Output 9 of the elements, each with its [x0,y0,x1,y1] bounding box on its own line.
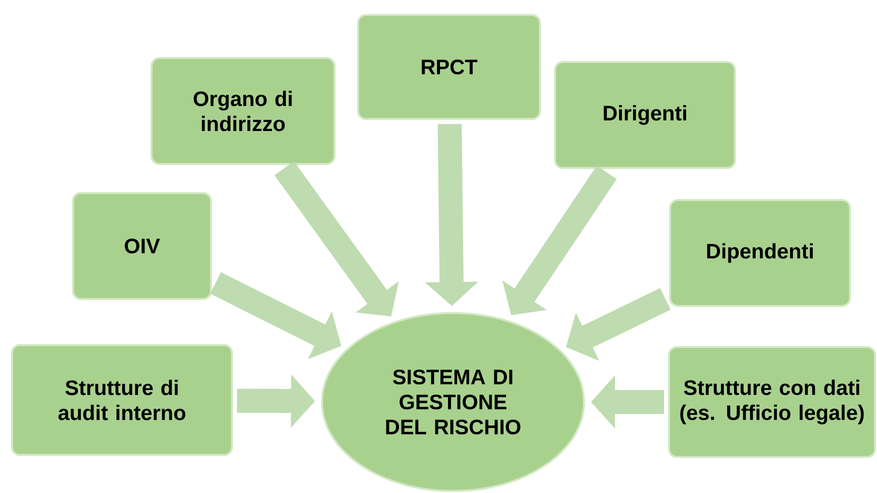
process-box: Dipendenti [669,199,851,307]
process-box: RPCT [357,14,541,120]
process-box: Organo di indirizzo [150,57,336,165]
process-box: Strutture con dati (es. Ufficio legale) [668,346,876,458]
ellipse-node: SISTEMA DI GESTIONE DEL RISCHIO [321,312,585,492]
process-box: Strutture di audit interno [11,344,233,456]
process-box: OIV [72,192,212,300]
block-arrow [274,161,399,316]
process-box: Dirigenti [554,61,736,169]
